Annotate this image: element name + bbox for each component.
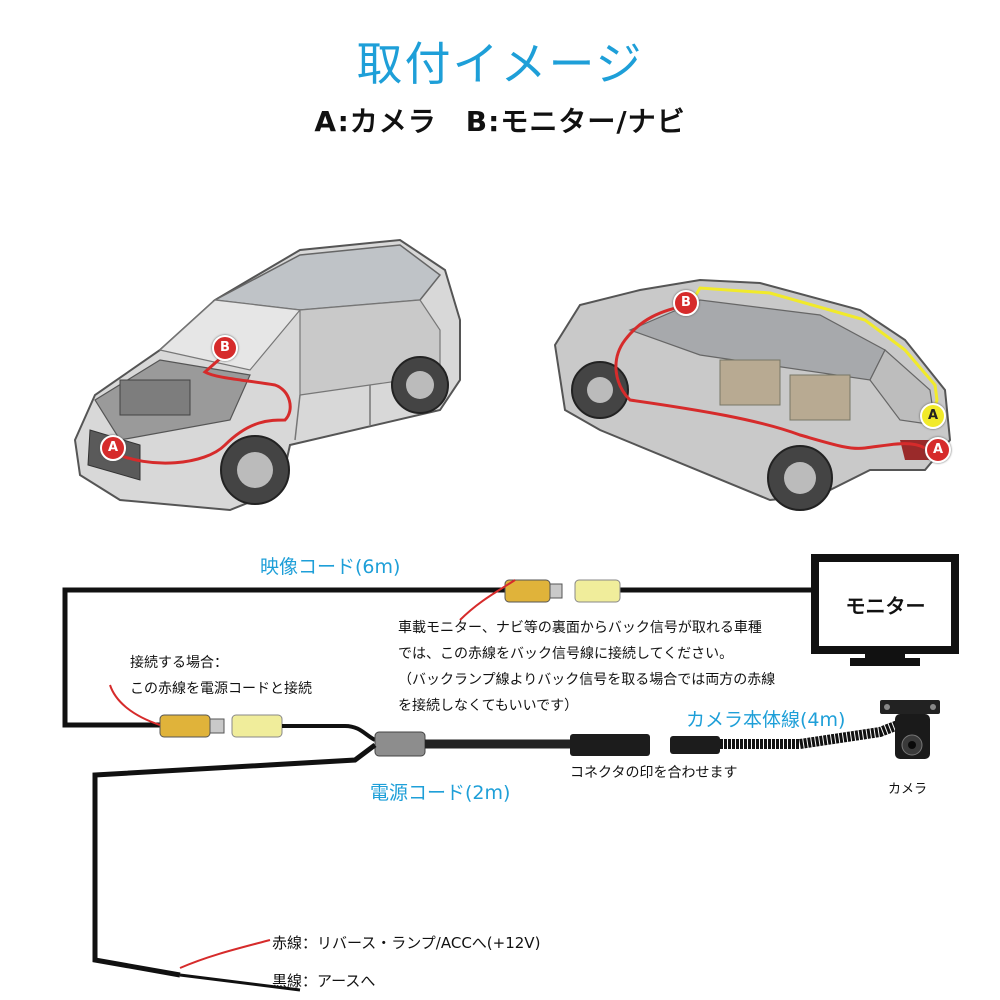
connect-note-line: 接続する場合： [130,655,228,671]
camera-cable-label: カメラ本体線(4m) [686,709,846,731]
marker-a-car-front: A [100,435,126,461]
monitor-note-line: を接続しなくてもいいです） [398,698,579,714]
monitor-label: モニター [845,594,926,618]
monitor-note-line: （バックランプ線よりバック信号を取る場合では両方の赤線 [398,672,776,688]
page-subtitle: A:カメラ B:モニター/ナビ [314,105,686,138]
camera-illustration [880,700,940,759]
red-wire-label: 赤線：リバース・ランプ/ACCへ(+12V) [272,934,541,952]
monitor-note-line: では、この赤線をバック信号線に接続してください。 [398,646,734,662]
connector-note: コネクタの印を合わせます [570,765,738,781]
wiring-diagram [62,554,959,992]
power-cord-label: 電源コード(2m) [370,782,511,804]
camera-label: カメラ [888,782,928,797]
connect-note-line: この赤線を電源コードと接続 [130,681,312,697]
monitor-note: 車載モニター、ナビ等の裏面からバック信号が取れる車種 では、この赤線をバック信号… [398,615,818,719]
car-rear-illustration [553,278,952,511]
car-front-illustration [73,238,461,512]
marker-b-car-front: B [212,335,238,361]
marker-a-yellow-car-rear: A [920,403,946,429]
marker-b-car-rear: B [673,290,699,316]
marker-a-red-car-rear: A [925,437,951,463]
black-wire-label: 黒線：アースへ [272,972,376,990]
video-cord-label: 映像コード(6m) [260,556,401,578]
page-title: 取付イメージ [356,37,644,91]
connect-note: 接続する場合： この赤線を電源コードと接続 [130,650,390,702]
monitor-note-line: 車載モニター、ナビ等の裏面からバック信号が取れる車種 [398,620,762,636]
